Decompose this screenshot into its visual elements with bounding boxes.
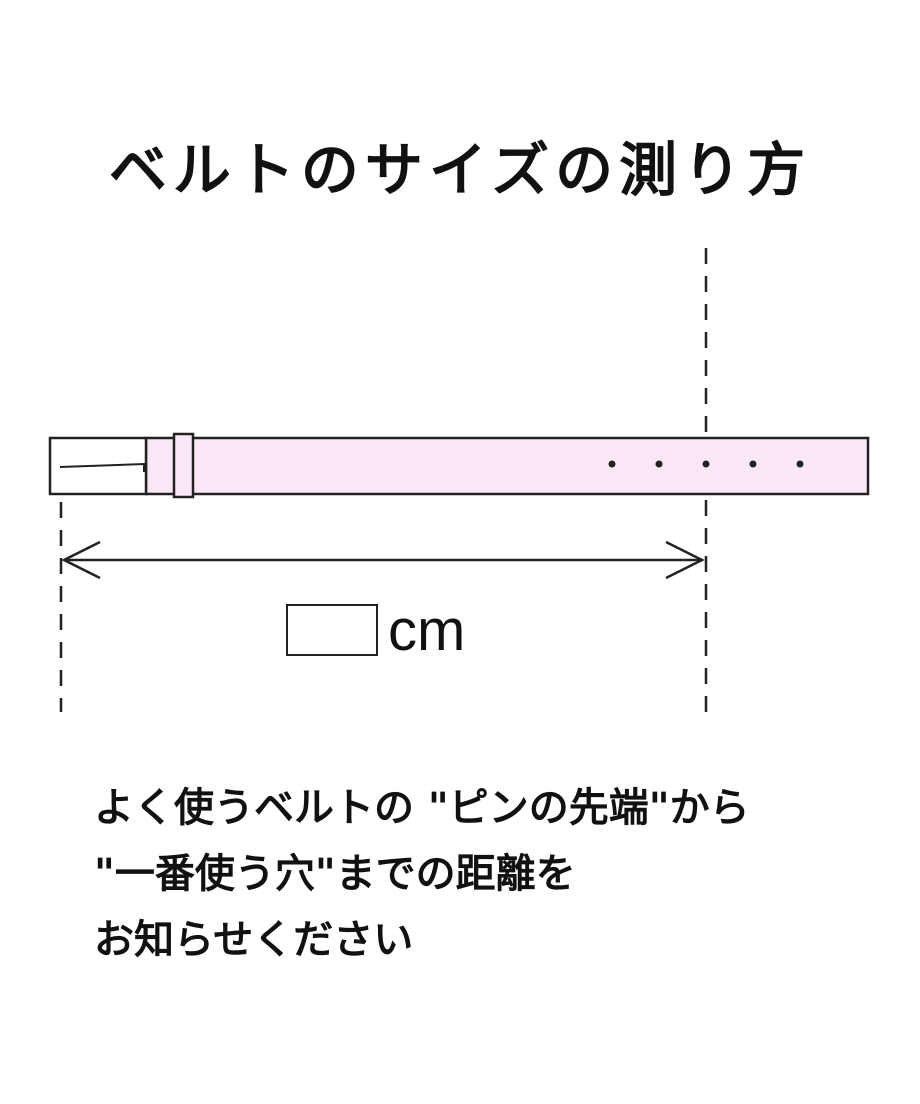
belt-loop <box>172 432 195 499</box>
instruction-line: "一番使う穴"までの距離を <box>94 851 576 897</box>
belt-hole <box>655 460 663 468</box>
belt-hole <box>702 460 710 468</box>
instruction-line: よく使うベルトの "ピンの先端"から <box>94 785 750 831</box>
buckle-pin <box>59 462 145 472</box>
measurement-value-box <box>286 604 378 656</box>
belt-hole <box>608 460 616 468</box>
belt-hole <box>749 460 757 468</box>
page-title: ベルトのサイズの測り方 <box>108 136 812 204</box>
belt-diagram <box>48 248 870 712</box>
instruction-line: お知らせください <box>94 917 414 963</box>
belt-hole <box>796 460 804 468</box>
instructions-text: よく使うベルトの "ピンの先端"から "一番使う穴"までの距離を お知らせくださ… <box>94 775 894 973</box>
measurement-arrow <box>61 540 705 580</box>
measurement-unit-label: cm <box>388 598 466 663</box>
belt-strap <box>144 436 870 496</box>
belt-holes <box>608 460 804 468</box>
